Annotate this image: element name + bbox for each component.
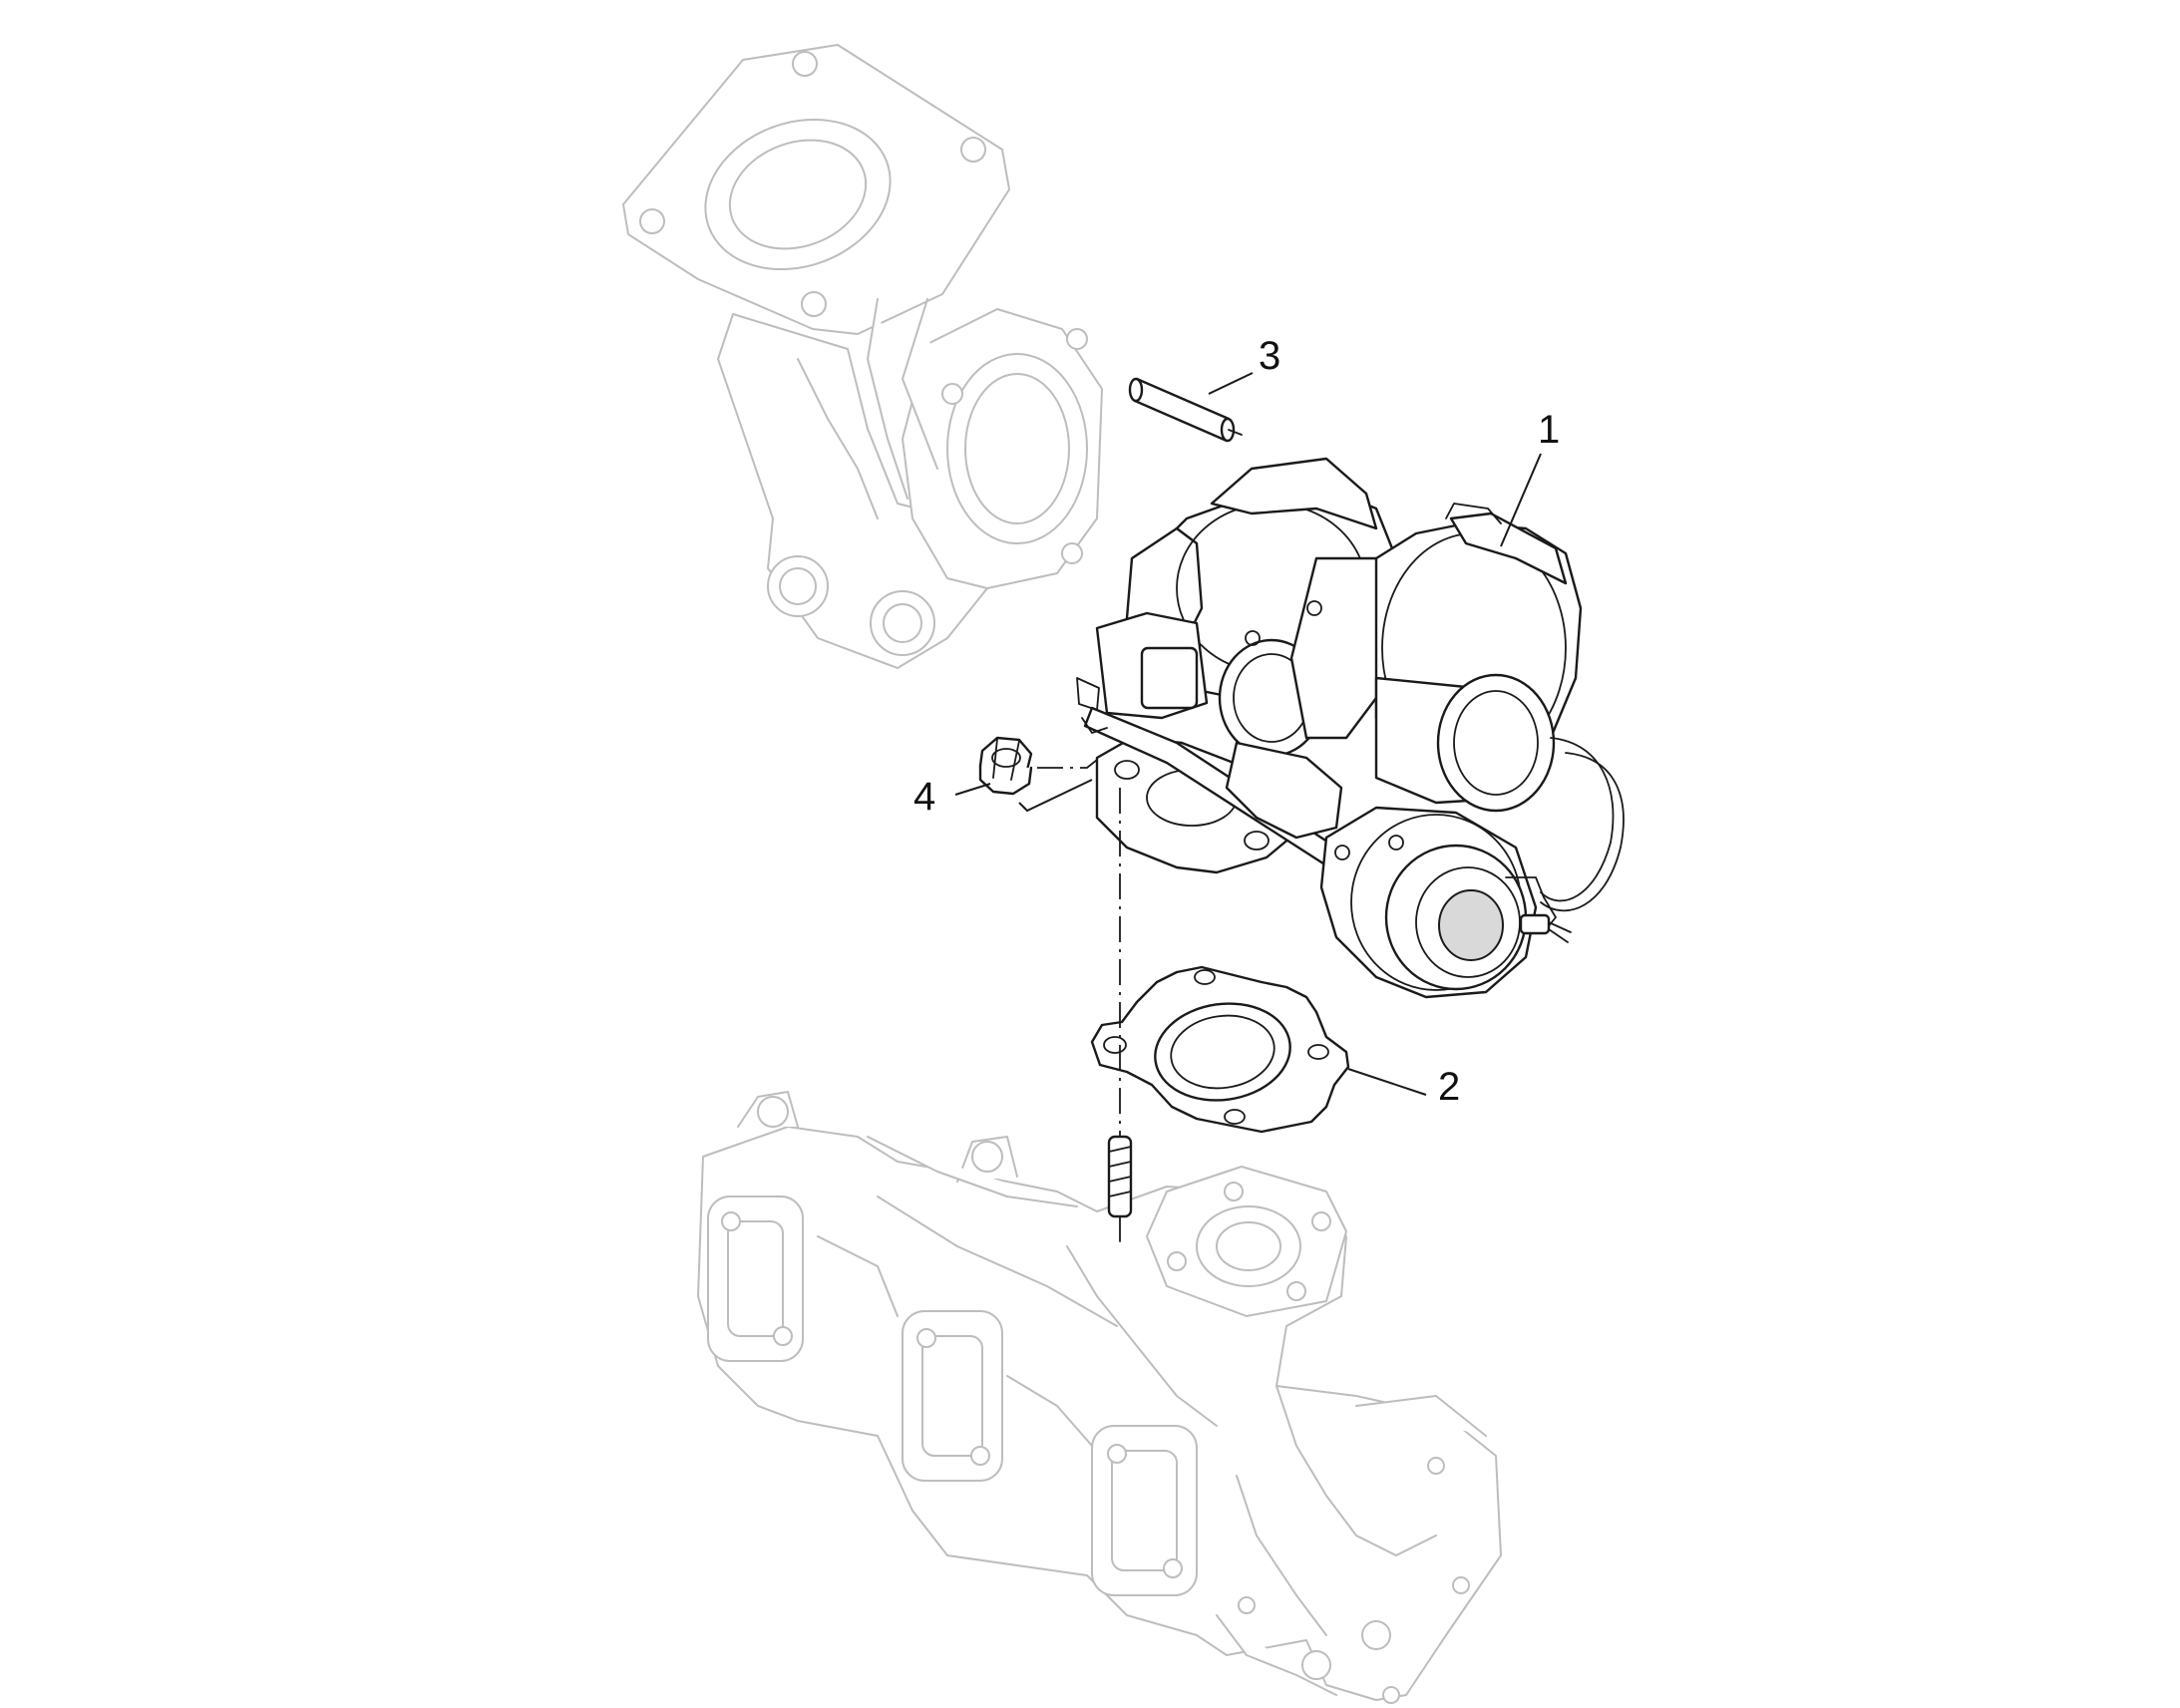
callout-4: 4 <box>913 775 935 819</box>
turbocharger <box>1076 457 1625 999</box>
callout-labels: 1 2 3 4 <box>913 334 1560 1109</box>
flange-gasket <box>1090 965 1350 1134</box>
assembly-centerlines <box>1018 759 1121 1137</box>
flange-nut <box>978 736 1033 796</box>
callout-2: 2 <box>1438 1065 1460 1109</box>
stud-pin <box>1128 377 1243 443</box>
callout-1: 1 <box>1538 408 1560 452</box>
exhaust-manifold-context <box>697 1091 1502 1704</box>
callout-leaders <box>954 372 1542 1096</box>
callout-3: 3 <box>1259 334 1280 378</box>
exhaust-elbow-context <box>622 44 1103 669</box>
